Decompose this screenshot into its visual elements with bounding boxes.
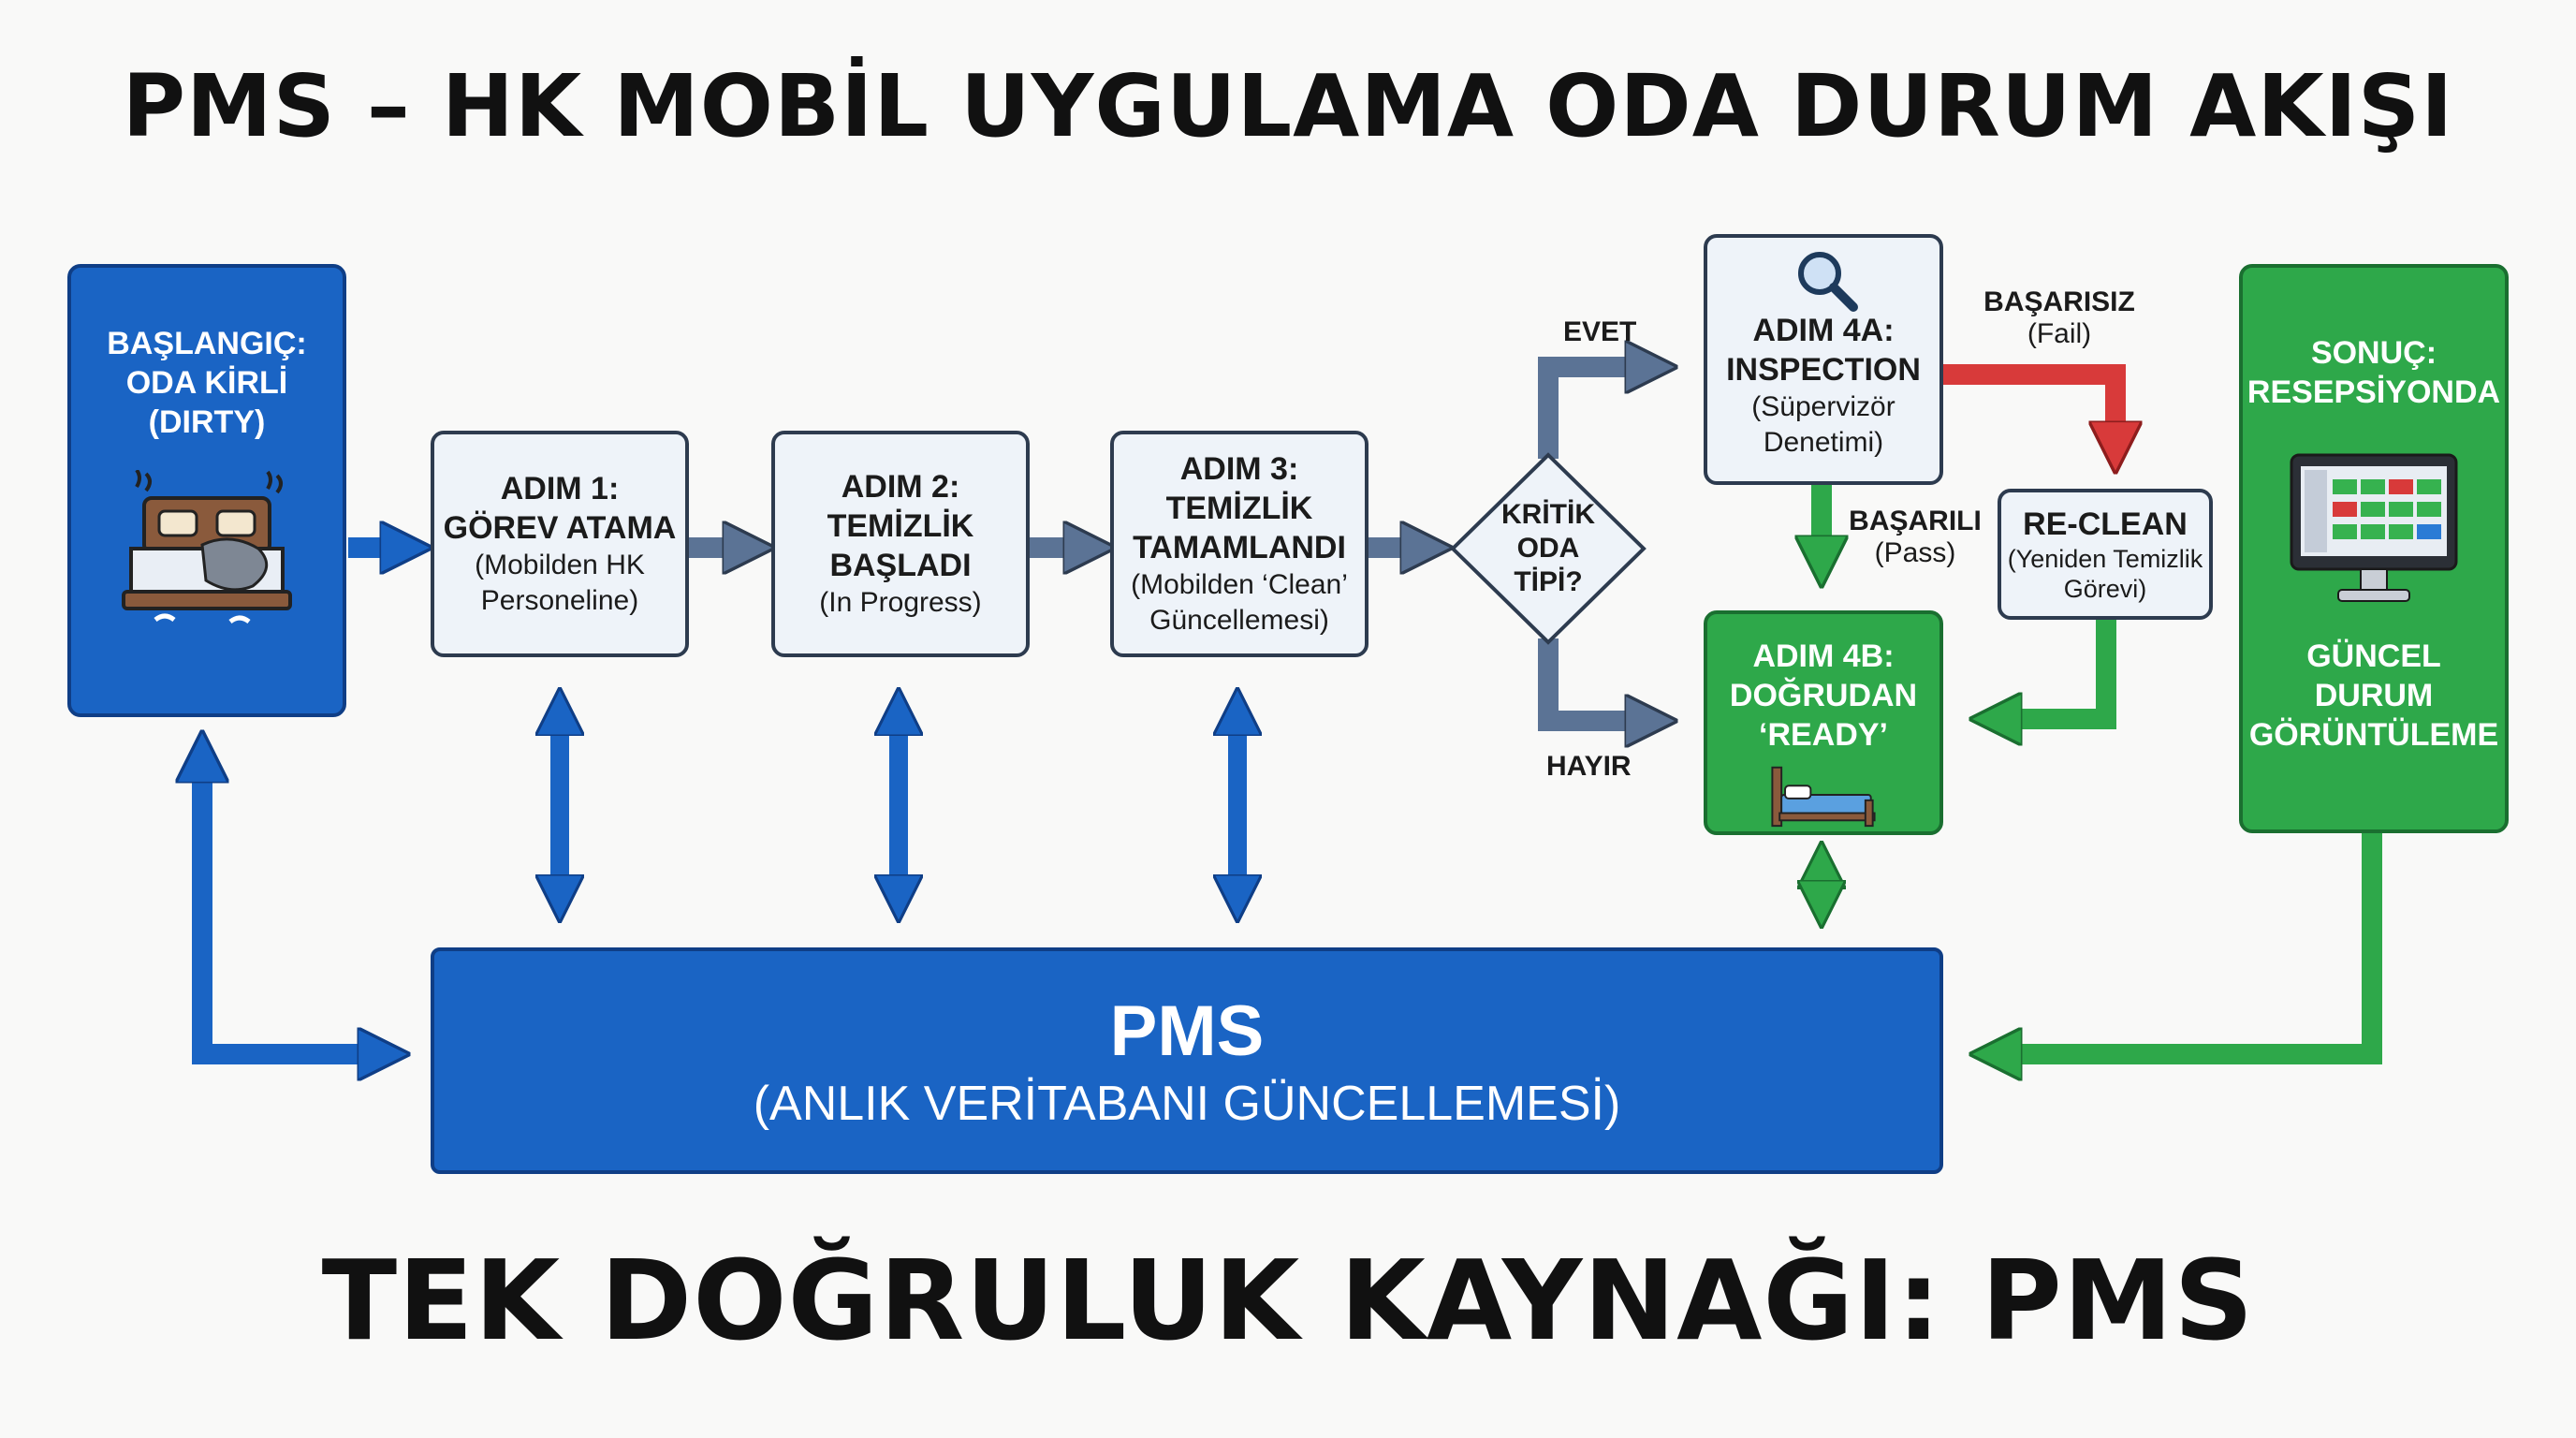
magnifier-icon <box>1798 252 1858 312</box>
footer-title: TEK DOĞRULUK KAYNAĞI: PMS <box>321 1236 2255 1365</box>
step3-line2: TEMİZLİK <box>1165 491 1313 526</box>
yes-label: EVET <box>1563 316 1637 347</box>
step2-line3: BAŞLADI <box>829 548 972 583</box>
sync-arrow-start <box>202 756 384 1054</box>
page-title: PMS – HK MOBİL UYGULAMA ODA DURUM AKIŞI <box>122 56 2454 156</box>
result-line2: RESEPSİYONDA <box>2247 374 2501 410</box>
result-line4: DURUM <box>2314 678 2434 713</box>
result-box: SONUÇ: RESEPSİYONDA GÜNCEL DURUM GÖRÜNTÜ… <box>2239 264 2509 833</box>
reclean-line2: (Yeniden Temizlik <box>2007 545 2203 573</box>
step1-line2: GÖREV ATAMA <box>443 510 677 546</box>
decision-diamond <box>1450 452 1647 645</box>
start-line1: BAŞLANGIÇ: <box>107 326 307 361</box>
decision-line1: KRİTİK <box>1501 499 1595 530</box>
fail-label-main: BAŞARISIZ <box>1983 286 2135 317</box>
arrow-no-branch <box>1538 638 1651 721</box>
reclean-box: RE-CLEAN (Yeniden Temizlik Görevi) <box>1998 489 2213 620</box>
result-line1: SONUÇ: <box>2310 335 2437 371</box>
arrow-yes-branch <box>1538 367 1651 459</box>
step2-line1: ADIM 2: <box>841 469 960 505</box>
monitor-icon <box>2290 453 2458 602</box>
step3-line4: (Mobilden ‘Clean’ <box>1131 569 1348 600</box>
step3-line5: Güncellemesi) <box>1149 605 1329 636</box>
step4b-line3: ‘READY’ <box>1759 717 1888 753</box>
decision-line2: ODA <box>1516 533 1580 564</box>
pass-label-main: BAŞARILI <box>1849 506 1982 536</box>
step1-line1: ADIM 1: <box>500 471 620 506</box>
step4b-line1: ADIM 4B: <box>1752 638 1895 674</box>
step1-line4: Personeline) <box>480 585 639 616</box>
step4a-box: ADIM 4A: INSPECTION (Süpervizör Denetimi… <box>1704 234 1943 485</box>
step4a-line4: Denetimi) <box>1763 427 1884 458</box>
pass-label-sub: (Pass) <box>1874 537 1956 568</box>
step2-line2: TEMİZLİK <box>827 508 974 544</box>
fail-label: BAŞARISIZ (Fail) <box>1966 286 2153 350</box>
decision-label: KRİTİK ODA TİPİ? <box>1473 498 1623 599</box>
reclean-line1: RE-CLEAN <box>2023 506 2188 542</box>
step3-line1: ADIM 3: <box>1179 451 1299 487</box>
pass-label: BAŞARILI (Pass) <box>1840 506 1990 569</box>
reclean-line3: Görevi) <box>2063 575 2147 603</box>
clean-bed-icon <box>1771 766 1876 828</box>
result-line5: GÖRÜNTÜLEME <box>2248 717 2499 753</box>
step4a-line1: ADIM 4A: <box>1752 313 1895 348</box>
start-line2: ODA KİRLİ <box>125 365 288 401</box>
start-box: BAŞLANGIÇ: ODA KİRLİ (DIRTY) <box>67 264 346 717</box>
step3-line3: TAMAMLANDI <box>1133 530 1346 565</box>
step2-line4: (In Progress) <box>819 587 982 618</box>
result-line3: GÜNCEL <box>2306 638 2441 674</box>
step4a-line2: INSPECTION <box>1726 352 1921 388</box>
step4b-box: ADIM 4B: DOĞRUDAN ‘READY’ <box>1704 610 1943 835</box>
dirty-bed-icon <box>122 470 292 624</box>
pms-box: PMS (ANLIK VERİTABANI GÜNCELLEMESİ) <box>431 947 1943 1174</box>
step2-box: ADIM 2: TEMİZLİK BAŞLADI (In Progress) <box>771 431 1030 657</box>
decision-line3: TİPİ? <box>1514 566 1583 597</box>
pms-title: PMS <box>1109 991 1265 1071</box>
arrow-result-to-pms <box>1996 833 2382 1054</box>
step4b-line2: DOĞRUDAN <box>1729 678 1918 713</box>
step3-box: ADIM 3: TEMİZLİK TAMAMLANDI (Mobilden ‘C… <box>1110 431 1368 657</box>
start-line3: (DIRTY) <box>148 404 266 440</box>
pms-subtitle: (ANLIK VERİTABANI GÜNCELLEMESİ) <box>753 1077 1621 1131</box>
arrow-fail <box>1943 364 2115 448</box>
fail-label-sub: (Fail) <box>2027 318 2092 349</box>
step4a-line3: (Süpervizör <box>1751 391 1895 422</box>
arrow-reclean-to-ready <box>1996 620 2116 719</box>
no-label: HAYIR <box>1546 751 1632 782</box>
step1-box: ADIM 1: GÖREV ATAMA (Mobilden HK Persone… <box>431 431 689 657</box>
step1-line3: (Mobilden HK <box>475 550 645 580</box>
